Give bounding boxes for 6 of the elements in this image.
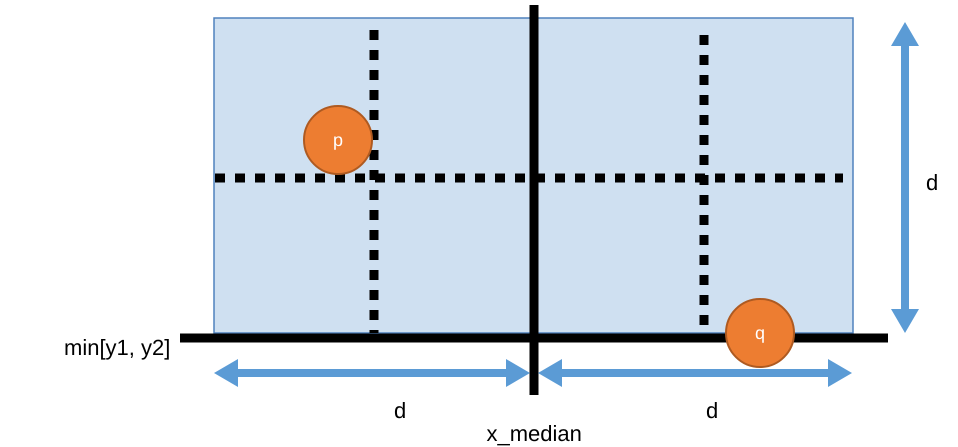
axis-label: x_median bbox=[486, 423, 582, 445]
dimension-label: d bbox=[394, 400, 406, 422]
axis-label: min[y1, y2] bbox=[64, 337, 170, 359]
dimension-label: d bbox=[926, 172, 938, 194]
point-circle: q bbox=[725, 298, 795, 368]
dimension-label: d bbox=[706, 400, 718, 422]
